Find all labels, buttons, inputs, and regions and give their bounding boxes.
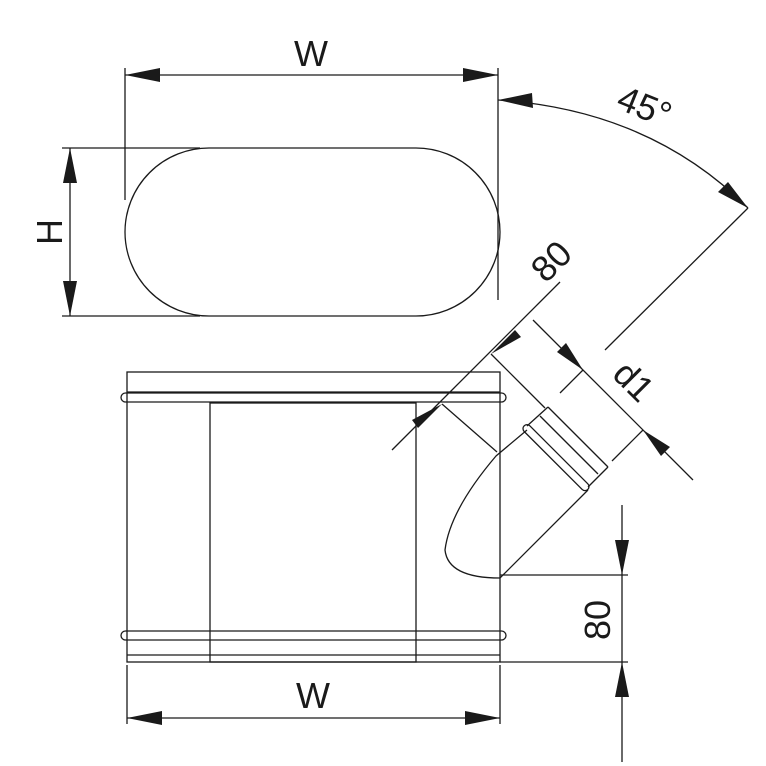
offset-top-label: 80 <box>523 233 580 290</box>
bottom-offset-dimension: 80 <box>500 505 629 762</box>
front-view <box>120 371 507 663</box>
elbow-ring <box>522 424 590 492</box>
elbow-branch: 80 d1 <box>391 233 694 579</box>
top-ring <box>120 392 507 403</box>
offset-bottom-label: 80 <box>577 600 618 640</box>
bottom-width-dimension: W <box>126 665 501 725</box>
top-view: W H <box>29 33 501 317</box>
oval-outline <box>124 147 501 317</box>
height-label: H <box>29 219 70 245</box>
inner-panel <box>209 402 417 663</box>
elbow-end <box>547 406 609 468</box>
angle-label: 45° <box>612 77 678 135</box>
top-width-label: W <box>294 33 328 74</box>
angle-dimension: 45° <box>497 77 749 351</box>
bottom-width-label: W <box>296 675 330 716</box>
bottom-ring <box>120 630 507 641</box>
